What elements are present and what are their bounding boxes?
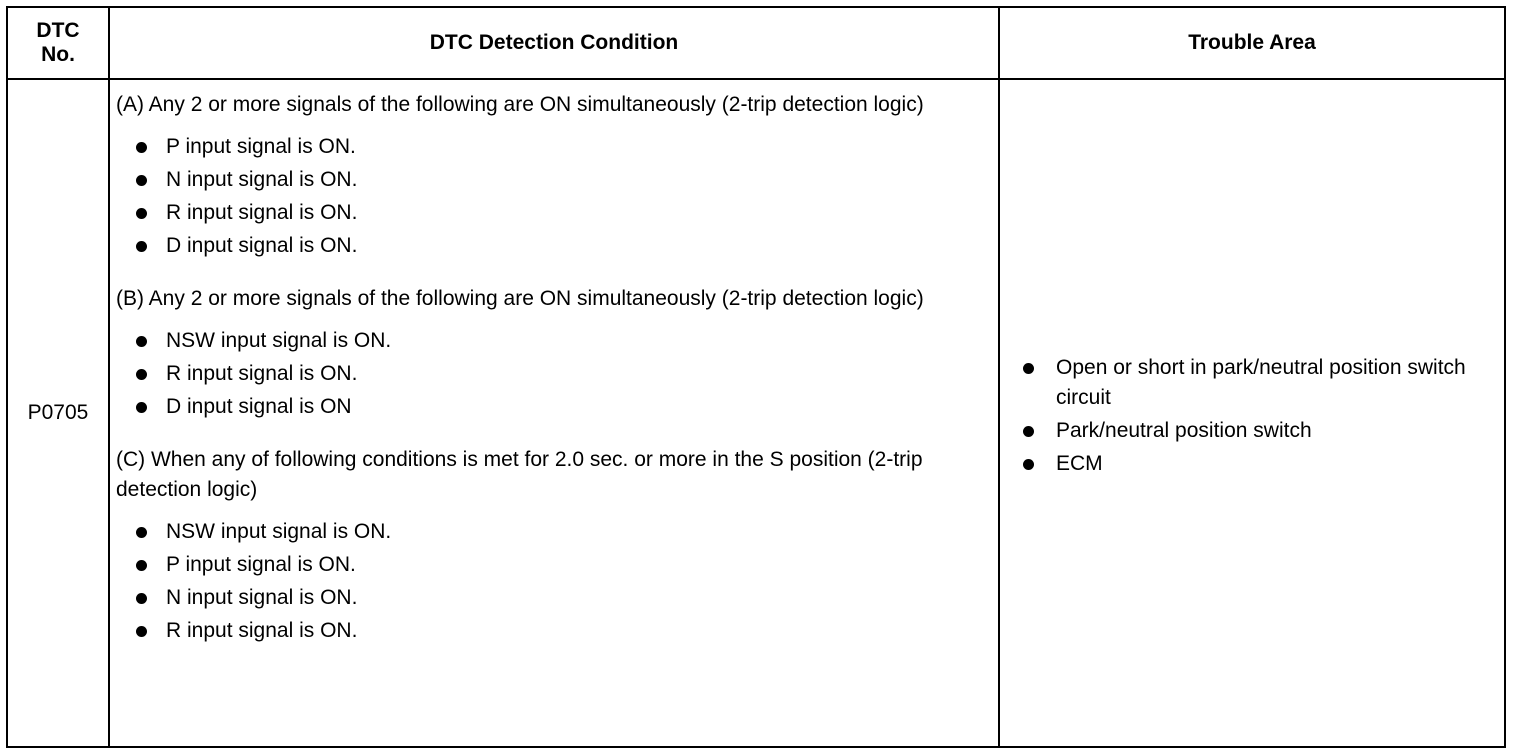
list-item: P input signal is ON. [116, 548, 986, 581]
header-dtc-no: DTC No. [36, 19, 80, 66]
list-item: N input signal is ON. [116, 163, 986, 196]
condition-c-list: NSW input signal is ON. P input signal i… [116, 515, 986, 647]
list-item: R input signal is ON. [116, 614, 986, 647]
condition-a-list: P input signal is ON. N input signal is … [116, 130, 986, 262]
dtc-code-cell: P0705 [8, 80, 108, 746]
detection-condition-cell: (A) Any 2 or more signals of the followi… [116, 88, 986, 647]
list-item: NSW input signal is ON. [116, 515, 986, 548]
condition-b-list: NSW input signal is ON. R input signal i… [116, 324, 986, 423]
list-item: ECM [1008, 449, 1488, 479]
column-divider [108, 8, 110, 746]
list-item: Park/neutral position switch [1008, 416, 1488, 446]
table-header-row: DTC No. DTC Detection Condition Trouble … [8, 8, 1504, 80]
list-item: NSW input signal is ON. [116, 324, 986, 357]
column-divider [998, 8, 1000, 746]
list-item: Open or short in park/neutral position s… [1008, 353, 1488, 413]
condition-c-intro: (C) When any of following conditions is … [116, 448, 923, 501]
header-detection-condition: DTC Detection Condition [429, 31, 679, 54]
dtc-table: DTC No. DTC Detection Condition Trouble … [6, 6, 1506, 748]
condition-a-intro: (A) Any 2 or more signals of the followi… [116, 93, 924, 116]
list-item: R input signal is ON. [116, 357, 986, 390]
list-item: N input signal is ON. [116, 581, 986, 614]
list-item: D input signal is ON. [116, 229, 986, 262]
list-item: P input signal is ON. [116, 130, 986, 163]
list-item: R input signal is ON. [116, 196, 986, 229]
trouble-area-cell: Open or short in park/neutral position s… [1008, 353, 1488, 482]
dtc-code: P0705 [27, 401, 89, 424]
header-trouble-area: Trouble Area [1188, 31, 1316, 54]
condition-b-intro: (B) Any 2 or more signals of the followi… [116, 287, 924, 310]
list-item: D input signal is ON [116, 390, 986, 423]
trouble-area-list: Open or short in park/neutral position s… [1008, 353, 1488, 479]
